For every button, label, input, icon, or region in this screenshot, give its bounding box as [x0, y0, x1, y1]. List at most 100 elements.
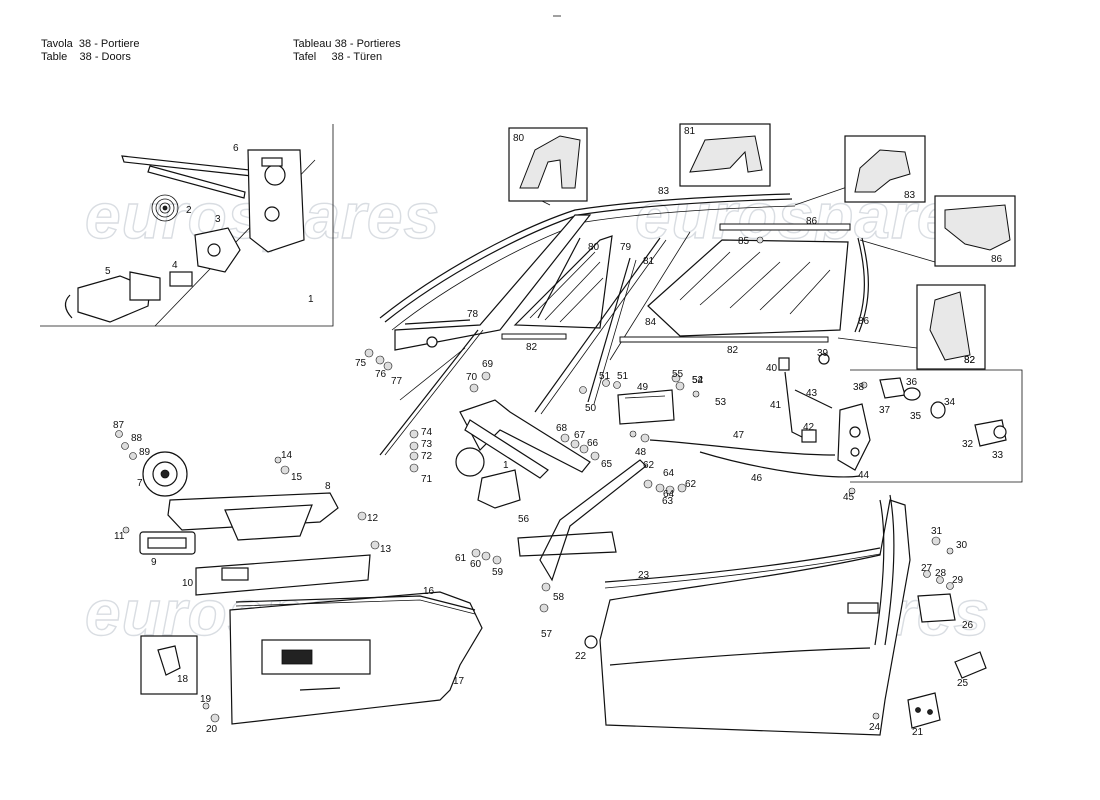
part-number: 37 — [879, 405, 891, 416]
part-number: 46 — [751, 473, 763, 484]
part-number: 88 — [131, 433, 143, 444]
part-number: 85 — [738, 236, 750, 247]
part-number: 34 — [944, 397, 956, 408]
part-number: 59 — [492, 567, 504, 578]
part-number: 51 — [599, 371, 611, 382]
part-number: 6 — [233, 143, 239, 154]
part-number: 44 — [858, 470, 870, 481]
part-number: 27 — [921, 563, 933, 574]
part-number: 20 — [206, 724, 218, 735]
part-number: 56 — [518, 514, 530, 525]
part-number: 86 — [991, 254, 1003, 265]
part-number: 52 — [692, 375, 704, 386]
interior-handle-parts — [139, 451, 483, 725]
part-number: 29 — [952, 575, 964, 586]
door-shell — [599, 494, 987, 736]
part-number: 36 — [906, 377, 918, 388]
part-number: 81 — [684, 126, 696, 137]
part-number: 48 — [635, 447, 647, 458]
part-number: 82 — [964, 355, 976, 366]
part-number: 84 — [645, 317, 657, 328]
part-number: 4 — [172, 260, 178, 271]
part-number: 8 — [325, 481, 331, 492]
part-number: 86 — [858, 316, 870, 327]
part-labels: 1 2 3 4 5 6 7 8 9 10 11 12 13 14 15 16 1… — [105, 126, 1004, 738]
part-number: 7 — [137, 478, 143, 489]
part-number: 14 — [281, 450, 293, 461]
part-number: 64 — [663, 489, 675, 500]
section-inset-83 — [844, 135, 926, 203]
part-number: 83 — [658, 186, 670, 197]
section-inset-86 — [934, 195, 1016, 267]
part-number: 82 — [727, 345, 739, 356]
part-number: 53 — [715, 397, 727, 408]
part-number: 82 — [964, 355, 976, 366]
part-number: 21 — [912, 727, 924, 738]
section-inset-82 — [916, 284, 986, 370]
part-number: 54 — [692, 375, 704, 386]
watermark: eurospares — [635, 180, 990, 252]
part-number: 81 — [643, 256, 655, 267]
part-number: 61 — [455, 553, 467, 564]
window-regulator-inset — [40, 124, 334, 327]
part-number: 13 — [380, 544, 392, 555]
part-number: 5 — [105, 266, 111, 277]
leader-lines — [539, 185, 936, 349]
part-number: 3 — [215, 214, 221, 225]
part-number: 49 — [637, 382, 649, 393]
part-number: 39 — [817, 348, 829, 359]
part-number: 62 — [685, 479, 697, 490]
part-number: 79 — [620, 242, 632, 253]
section-inset-80 — [508, 127, 588, 202]
part-number: 63 — [662, 496, 674, 507]
part-number: 57 — [541, 629, 553, 640]
part-number: 25 — [957, 678, 969, 689]
part-number: 35 — [910, 411, 922, 422]
part-number: 66 — [587, 438, 599, 449]
part-number: 76 — [375, 369, 387, 380]
part-number: 11 — [114, 531, 125, 542]
part-number: 68 — [556, 423, 568, 434]
part-number: 71 — [421, 474, 433, 485]
part-number: 89 — [139, 447, 151, 458]
door-frame-strips — [379, 193, 869, 456]
part-number: 1 — [503, 460, 509, 471]
part-number: 17 — [453, 676, 465, 687]
part-number: 41 — [770, 400, 782, 411]
part-number: 70 — [466, 372, 478, 383]
diagram-header: Tavola 38 - Portiere Table 38 - Doors Ta… — [0, 0, 1100, 80]
part-number: 31 — [931, 526, 943, 537]
part-number: 45 — [843, 492, 855, 503]
part-number: 33 — [992, 450, 1004, 461]
part-number: 80 — [513, 133, 525, 144]
center-regulator — [455, 389, 675, 582]
part-number: 75 — [355, 358, 367, 369]
part-number: 86 — [806, 216, 818, 227]
fasteners — [115, 236, 954, 723]
part-number: 1 — [308, 294, 314, 305]
part-number: 24 — [869, 722, 881, 733]
part-number: 10 — [182, 578, 194, 589]
part-number: 30 — [956, 540, 968, 551]
part-number: 47 — [733, 430, 745, 441]
part-number: 26 — [962, 620, 974, 631]
part-number: 51 — [617, 371, 629, 382]
title-french: Tableau 38 - Portieres — [293, 38, 401, 50]
part-number: 12 — [367, 513, 379, 524]
part-number: 74 — [421, 427, 433, 438]
part-number: 83 — [904, 190, 916, 201]
outer-lock-inset — [649, 357, 1023, 483]
part-number: 2 — [186, 205, 192, 216]
title-english: Table 38 - Doors — [41, 51, 131, 63]
part-number: 78 — [467, 309, 479, 320]
part-number: 73 — [421, 439, 433, 450]
part-number: 60 — [470, 559, 482, 570]
part-number: 80 — [588, 242, 600, 253]
part-number: 58 — [553, 592, 565, 603]
part-number: 16 — [423, 586, 435, 597]
part-number: 82 — [526, 342, 538, 353]
part-number: 19 — [200, 694, 212, 705]
part-number: 18 — [177, 674, 189, 685]
part-number: 72 — [421, 451, 433, 462]
